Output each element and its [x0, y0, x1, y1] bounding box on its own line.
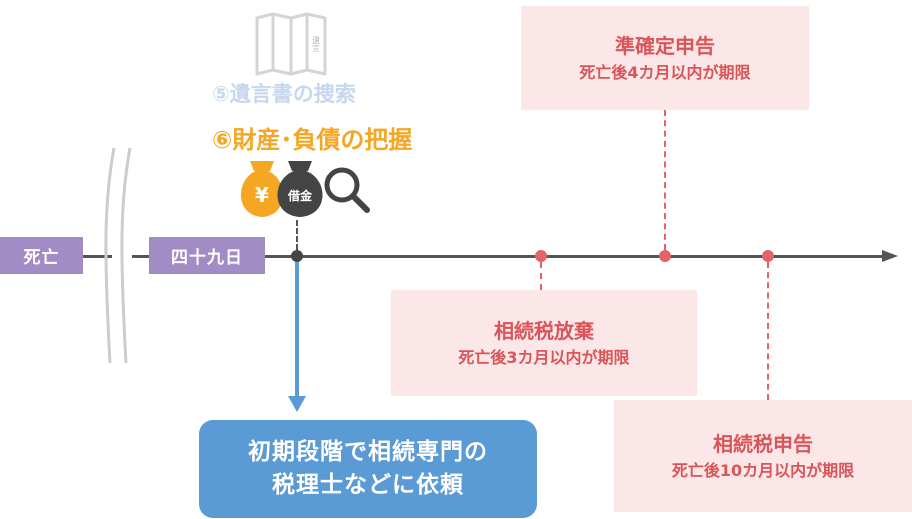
will-document-icon: 遺言 [255, 12, 327, 76]
deadline-10-months-dash [767, 262, 769, 400]
cta-arrow-head [288, 396, 306, 412]
cta-line-1: 初期段階で相続専門の [248, 439, 488, 465]
deadline-tax-return-box: 相続税申告 死亡後10カ月以内が期限 [614, 400, 912, 512]
debt-bag-label: 借金 [287, 188, 313, 203]
forty-ninth-day-dot [291, 250, 303, 262]
deadline-3-months-dash [540, 262, 542, 290]
cta-arrow-line [295, 262, 299, 397]
deadline-renunciation-subtitle: 死亡後3カ月以内が期限 [458, 348, 630, 367]
asset-investigation-icon: ¥ 借金 [240, 161, 370, 217]
deadline-quasi-final-subtitle: 死亡後4カ月以内が期限 [579, 63, 751, 82]
deadline-4-months-dash [664, 110, 666, 250]
death-label: 死亡 [0, 237, 83, 274]
will-document-text: 遺言 [312, 35, 321, 53]
timeline-break-icon [104, 148, 132, 363]
deadline-4-months-dot [659, 250, 671, 262]
yen-bag-icon: ¥ [240, 161, 284, 217]
deadline-quasi-final-box: 準確定申告 死亡後4カ月以内が期限 [521, 6, 809, 110]
deadline-renunciation-title: 相続税放棄 [494, 319, 594, 343]
deadline-renunciation-box: 相続税放棄 死亡後3カ月以内が期限 [391, 290, 697, 396]
deadline-3-months-dot [535, 250, 547, 262]
deadline-tax-return-subtitle: 死亡後10カ月以内が期限 [671, 461, 855, 480]
timeline-axis [0, 255, 884, 258]
will-search-task: ⑤遺言書の捜索 [212, 82, 356, 106]
debt-bag-icon: 借金 [277, 161, 323, 217]
cta-line-2: 税理士などに依頼 [272, 472, 464, 498]
deadline-tax-return-title: 相続税申告 [713, 432, 813, 456]
asset-check-task: ⑥財産･負債の把握 [212, 126, 413, 154]
forty-ninth-day-label: 四十九日 [149, 237, 265, 274]
magnifier-icon [324, 167, 370, 213]
deadline-10-months-dot [762, 250, 774, 262]
timeline-arrow-head [882, 250, 898, 262]
yen-symbol: ¥ [255, 183, 269, 207]
deadline-quasi-final-title: 準確定申告 [615, 34, 715, 58]
forty-ninth-day-dash [296, 220, 298, 250]
consult-tax-accountant-box: 初期段階で相続専門の 税理士などに依頼 [199, 420, 537, 518]
